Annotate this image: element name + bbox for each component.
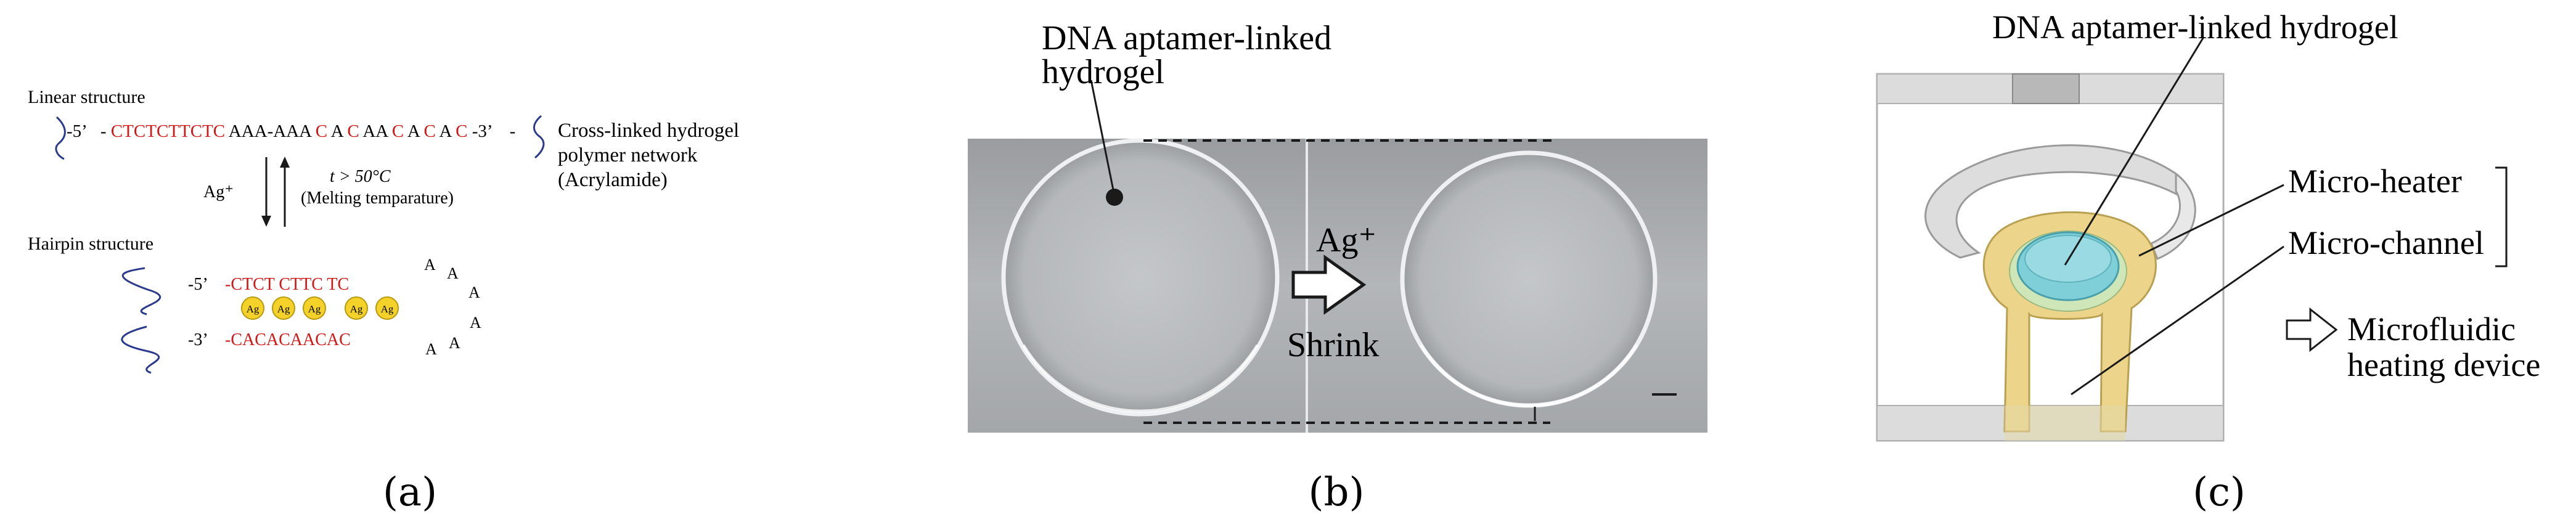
hairpin-loop: A A A A A A	[424, 256, 481, 358]
linear-seq-red-1: CTCTCTTCTC	[111, 121, 225, 141]
panel-b-title-line2: hydrogel	[1042, 53, 1164, 91]
silver-ion-1	[241, 296, 264, 320]
panel-a: Linear structure -5’ - CTCTCTTCTC AAA-AA…	[28, 87, 739, 515]
silver-ion-label-5: Ag	[381, 303, 394, 315]
silver-ion-label-1: Ag	[247, 303, 260, 315]
gel-before	[1001, 138, 1280, 417]
panel-b-shrink-label: Shrink	[1287, 326, 1379, 364]
linear-seq-red-4: C	[392, 121, 404, 141]
loop-a-4: A	[470, 314, 481, 332]
panel-b-title-line1: DNA aptamer-linked	[1042, 19, 1331, 57]
silver-ion-label-4: Ag	[350, 303, 363, 315]
loop-a-1: A	[424, 256, 436, 274]
silver-ion-row: Ag Ag Ag Ag Ag	[241, 296, 399, 320]
linear-seq-red-3: C	[347, 121, 359, 141]
arrow-up-head	[280, 157, 290, 168]
linear-sequence: -5’ - CTCTCTTCTC AAA-AAA C A C AA C A C …	[67, 121, 515, 141]
polymer-strand-hairpin-bottom	[121, 325, 160, 374]
hairpin-top-sequence: -CTCT CTTC TC	[225, 275, 349, 294]
hydrogel-pointer-dot	[1106, 189, 1123, 206]
melting-label: (Melting temparature)	[301, 189, 454, 208]
ag-plus-label: Ag⁺	[203, 182, 234, 202]
leader-channel	[2071, 245, 2284, 396]
linear-seq-black-3: AA	[362, 121, 388, 141]
polymer-strand-linear-left	[55, 116, 66, 160]
linear-seq-black-2: A	[331, 121, 344, 141]
silver-ion-label-2: Ag	[277, 303, 290, 315]
crosslink-label-line3: (Acrylamide)	[558, 169, 668, 191]
panel-c-caption: (c)	[2193, 470, 2246, 515]
leader-heater	[2138, 184, 2284, 257]
silver-ion-4	[345, 296, 368, 320]
loop-a-5: A	[449, 334, 460, 352]
panel-a-caption: (a)	[383, 470, 437, 515]
gel-after-reflection	[1419, 344, 1638, 407]
linear-seq-black-1: AAA-AAA	[229, 121, 312, 141]
linear-5prime: -5’	[67, 121, 86, 141]
device-arrow	[2286, 307, 2338, 353]
hairpin-top-5prime: -5’	[188, 275, 208, 294]
panel-b-ag-label: Ag⁺	[1316, 221, 1376, 259]
gel-before-reflection	[1021, 344, 1259, 413]
linear-seq-3prime: -3’	[472, 121, 492, 141]
top-connector	[2012, 73, 2080, 104]
panel-c: DNA aptamer-linked hydrogel Micro-heater…	[1876, 9, 2540, 515]
device-label-line2: heating device	[2347, 346, 2540, 383]
arrow-down-head	[261, 216, 271, 227]
device-label-line1: Microfluidic	[2347, 311, 2516, 348]
crosslink-label-line1: Cross-linked hydrogel	[558, 120, 739, 142]
temperature-label: t > 50°C	[330, 167, 391, 186]
panel-c-title: DNA aptamer-linked hydrogel	[1992, 9, 2398, 46]
linear-structure-label: Linear structure	[28, 87, 145, 107]
silver-ion-3	[303, 296, 326, 320]
loop-a-3: A	[468, 283, 480, 301]
micro-channel-label: Micro-channel	[2288, 224, 2484, 261]
hydrogel-pointer-line	[1090, 80, 1116, 197]
linear-seq-black-5: A	[440, 121, 452, 141]
linear-seq-black-4: A	[407, 121, 420, 141]
silver-ion-5	[375, 296, 399, 320]
linear-seq-red-6: C	[456, 121, 467, 141]
polymer-strand-linear-right	[533, 115, 545, 159]
hairpin-bottom-sequence: -CACACAACAC	[225, 330, 351, 349]
linear-seq-dash: -	[100, 121, 107, 141]
chamber-wall-right	[2150, 171, 2196, 260]
hairpin-bottom-3prime: -3’	[188, 330, 208, 349]
panel-b-caption: (b)	[1309, 470, 1365, 515]
linear-seq-red-2: C	[316, 121, 327, 141]
component-bracket	[2495, 166, 2508, 267]
loop-a-6: A	[425, 340, 437, 358]
loop-a-2: A	[447, 264, 459, 282]
silver-ion-label-3: Ag	[308, 303, 321, 315]
micro-heater-label: Micro-heater	[2288, 163, 2462, 200]
panel-b: DNA aptamer-linked hydrogel Ag⁺ Shrink (…	[968, 19, 1707, 515]
silver-ion-2	[272, 296, 295, 320]
linear-seq-end-dash: -	[510, 121, 516, 141]
micro-channel-bottom-overlay	[2005, 406, 2125, 441]
shrink-arrow	[1291, 255, 1367, 315]
polymer-strand-hairpin-top	[121, 267, 162, 316]
crosslink-label-line2: polymer network	[558, 144, 698, 166]
leader-hydrogel	[2064, 36, 2205, 266]
linear-seq-red-5: C	[424, 121, 436, 141]
hairpin-structure-label: Hairpin structure	[28, 234, 153, 254]
